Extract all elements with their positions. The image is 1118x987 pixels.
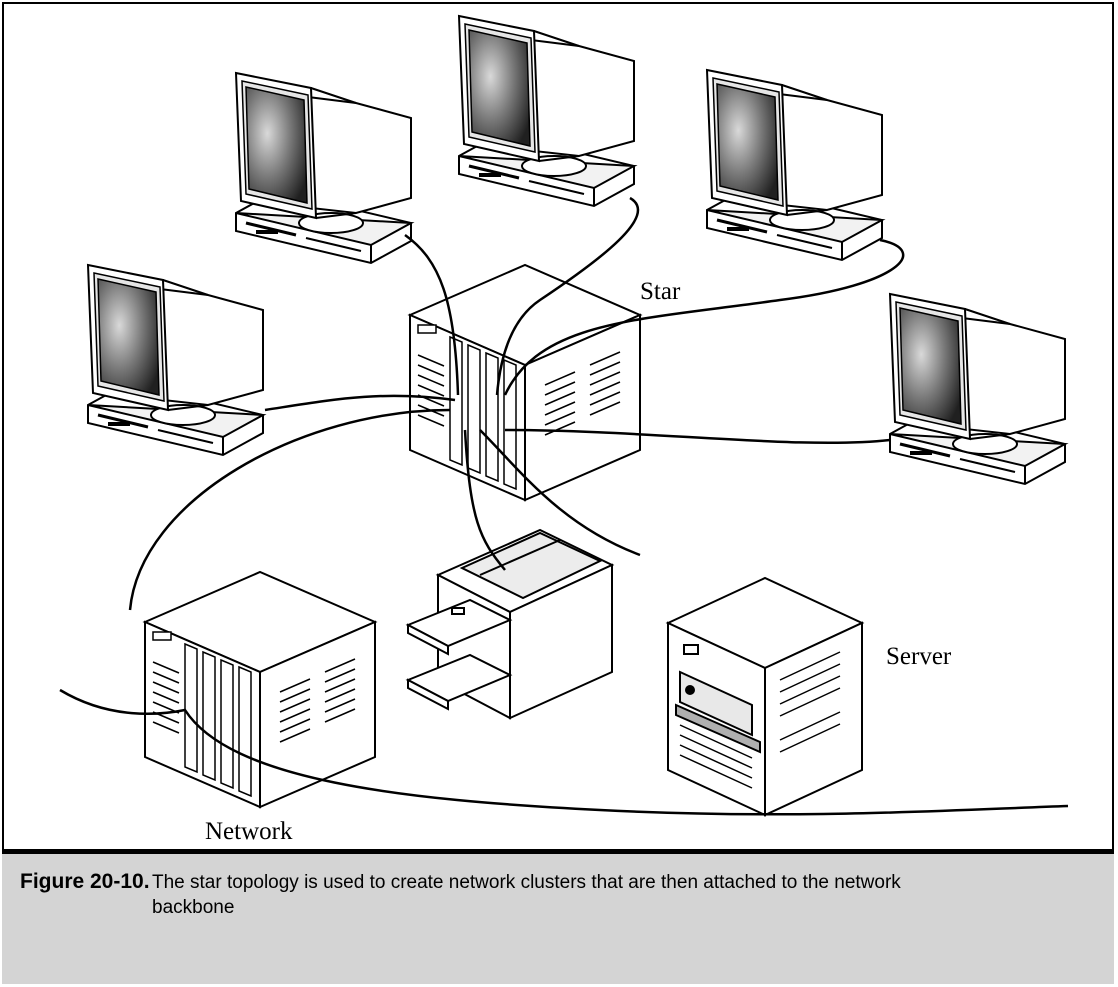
- figure-number: Figure 20-10.: [20, 870, 150, 893]
- figure-caption: Figure 20-10. The star topology is used …: [2, 849, 1114, 984]
- backbone-hub: [144, 571, 376, 808]
- workstation-top-right: [705, 68, 884, 262]
- workstation-top-center: [457, 14, 636, 208]
- label-server: Server: [886, 643, 952, 670]
- caption-text: The star topology is used to create netw…: [152, 872, 901, 918]
- label-star: Star: [640, 278, 681, 305]
- cables: [59, 196, 1069, 816]
- workstation-top-left: [234, 71, 413, 265]
- workstation-right: [888, 292, 1067, 486]
- server: [665, 576, 865, 817]
- label-backbone-line1: Network: [205, 818, 293, 845]
- network-diagram: [59, 14, 1069, 817]
- printer: [405, 528, 615, 720]
- star-hub: [409, 264, 641, 501]
- workstation-left: [86, 263, 265, 457]
